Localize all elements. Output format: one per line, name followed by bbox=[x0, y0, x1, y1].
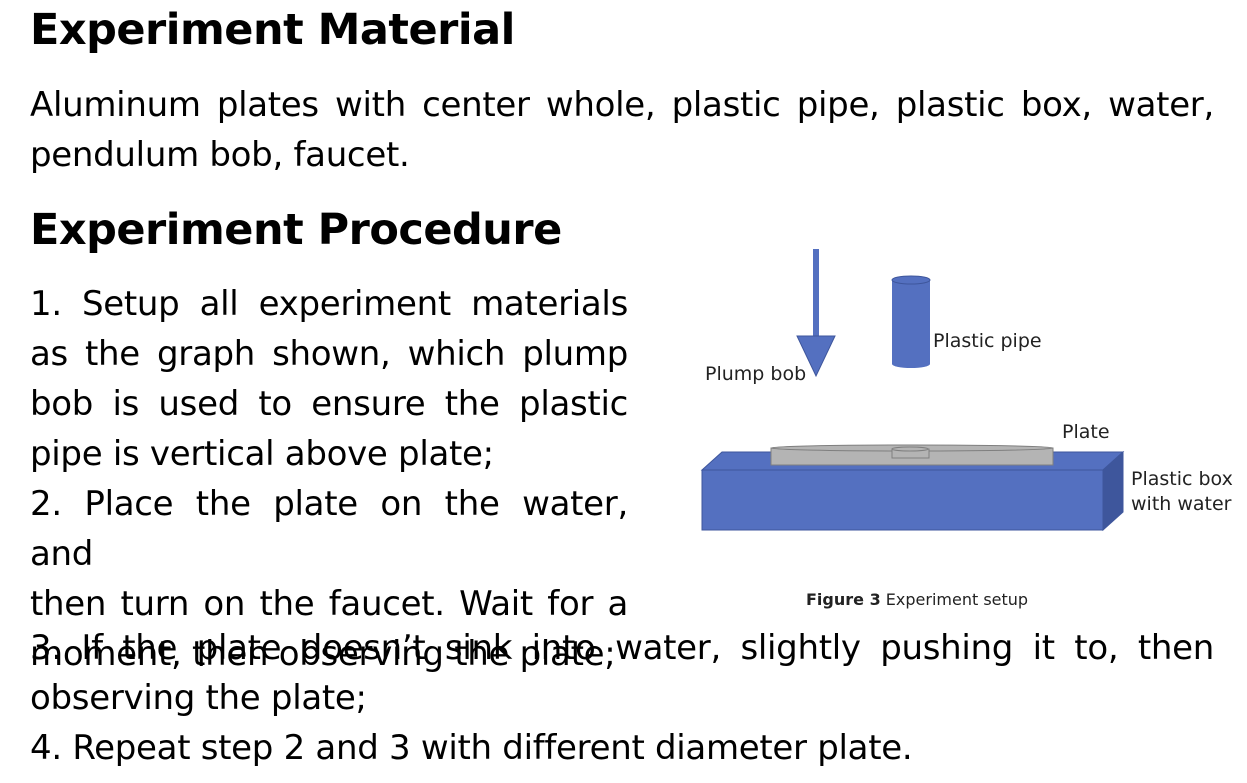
plump-bob-arrow-icon bbox=[796, 249, 836, 378]
plate-icon bbox=[770, 444, 1054, 466]
step-line: 1. Setup all experiment materials bbox=[30, 284, 628, 324]
plastic-box-label-2: with water bbox=[1131, 493, 1232, 515]
step-line: 4. Repeat step 2 and 3 with different di… bbox=[30, 728, 913, 768]
figure-caption-text: Experiment setup bbox=[880, 590, 1029, 609]
step-line: moment, then observing the plate; bbox=[30, 634, 616, 674]
procedure-heading: Experiment Procedure bbox=[30, 205, 562, 255]
material-heading: Experiment Material bbox=[30, 5, 515, 55]
step-line: then turn on the faucet. Wait for a bbox=[30, 584, 628, 624]
material-text: Aluminum plates with center whole, plast… bbox=[30, 85, 1214, 175]
plate-label: Plate bbox=[1062, 421, 1110, 443]
step-line: bob is used to ensure the plastic bbox=[30, 384, 628, 424]
plastic-pipe-label: Plastic pipe bbox=[933, 330, 1042, 352]
figure-number: Figure 3 bbox=[806, 590, 881, 609]
experiment-setup-figure: Plump bob Plastic pipe Plate Plastic box… bbox=[700, 249, 1233, 532]
step-line: 2. Place the plate on the water, and bbox=[30, 484, 628, 574]
step-line: 3. If the plate doesn’t sink into water,… bbox=[30, 628, 1214, 668]
step-line: pipe is vertical above plate; bbox=[30, 434, 494, 474]
procedure-steps-left: 1. Setup all experiment materials as the… bbox=[30, 279, 628, 679]
step-line: observing the plate; bbox=[30, 678, 367, 718]
procedure-steps-full: 3. If the plate doesn’t sink into water,… bbox=[30, 623, 1214, 773]
plastic-pipe-icon bbox=[891, 275, 931, 368]
plastic-box-label: Plastic box bbox=[1131, 468, 1233, 490]
step-line: as the graph shown, which plump bbox=[30, 334, 628, 374]
figure-caption: Figure 3 Experiment setup bbox=[806, 590, 1028, 609]
plump-bob-label: Plump bob bbox=[705, 363, 806, 385]
